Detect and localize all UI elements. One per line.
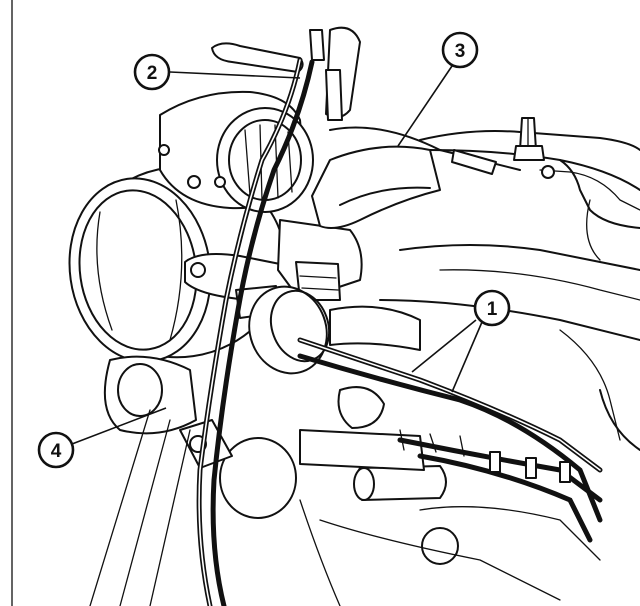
callout-4-ring bbox=[37, 431, 75, 469]
cable-adjuster bbox=[451, 149, 497, 175]
callout-1-label: 1 bbox=[487, 299, 498, 320]
callout-3-label: 3 bbox=[455, 41, 466, 62]
hatching bbox=[89, 409, 191, 606]
engine-block bbox=[379, 117, 640, 451]
wiring-harness bbox=[196, 57, 603, 606]
callout-3: 3 bbox=[397, 31, 479, 147]
callout-2-label: 2 bbox=[147, 63, 158, 84]
control-cable bbox=[329, 126, 521, 171]
callout-2: 2 bbox=[133, 53, 301, 91]
frame-tube bbox=[311, 145, 441, 351]
callout-1-leader-a bbox=[411, 319, 477, 373]
callout-1: 1 bbox=[411, 289, 511, 393]
handlebar-grip bbox=[211, 26, 361, 121]
callout-4-leader bbox=[71, 407, 167, 445]
callout-3-leader bbox=[397, 65, 453, 147]
callout-4-label: 4 bbox=[51, 441, 62, 462]
callout-3-ring bbox=[441, 31, 479, 69]
callout-1-ring bbox=[473, 289, 511, 327]
callout-2-leader bbox=[169, 71, 301, 79]
instrument-housing bbox=[158, 90, 314, 213]
callout-1-leader-b bbox=[451, 321, 483, 393]
lower-engine bbox=[103, 355, 601, 606]
callout-4: 4 bbox=[37, 407, 167, 469]
callout-2-ring bbox=[133, 53, 171, 91]
